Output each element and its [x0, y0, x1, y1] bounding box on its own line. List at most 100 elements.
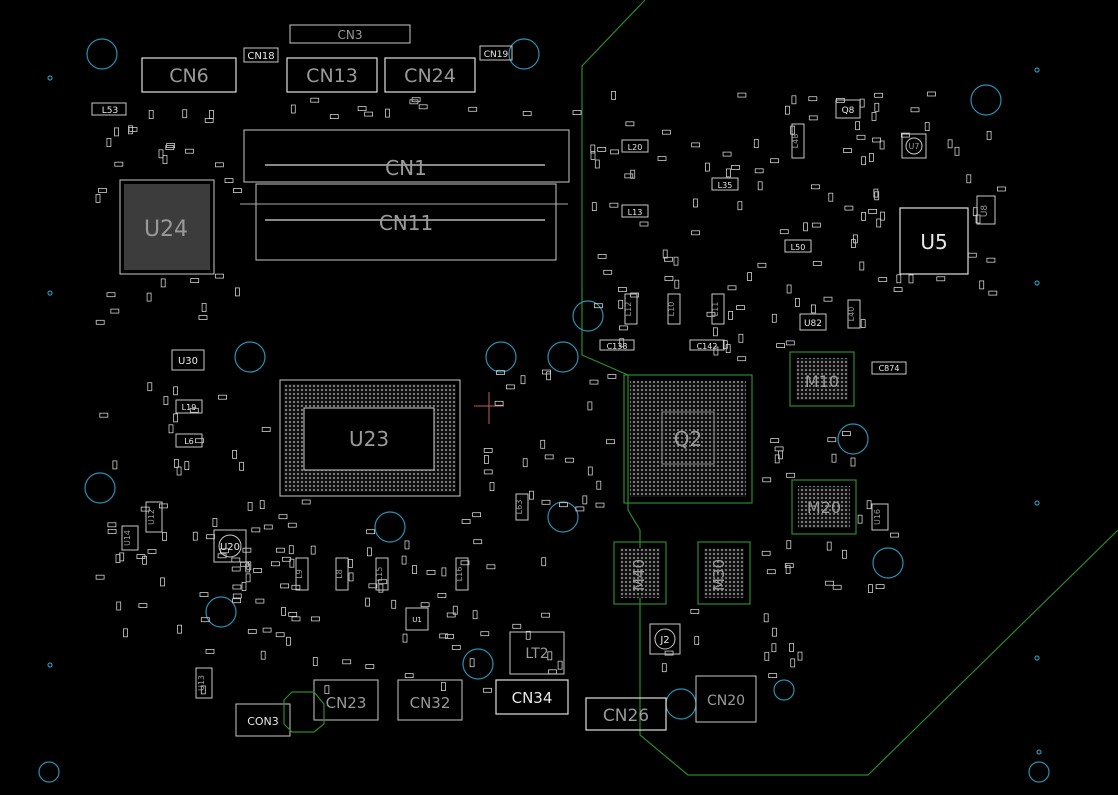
smd-footprint — [853, 234, 858, 244]
smd-footprint — [731, 165, 740, 170]
smd-footprint — [762, 477, 772, 483]
smd-footprint — [823, 296, 833, 302]
smd-footprint — [364, 111, 374, 117]
smd-footprint — [116, 601, 122, 611]
smd-footprint — [893, 287, 903, 293]
smd-footprint — [825, 580, 834, 586]
cn23-label: CN23 — [326, 694, 367, 712]
smd-footprint — [483, 455, 489, 464]
smd-footprint — [291, 584, 301, 590]
smd-footprint — [565, 457, 574, 463]
l53-label: L53 — [102, 106, 118, 116]
m40-label: M40 — [630, 559, 648, 591]
u5-label: U5 — [920, 230, 947, 254]
smd-footprint — [967, 252, 977, 258]
smd-footprint — [726, 168, 731, 178]
board-outline — [581, 0, 1118, 776]
smd-footprint — [219, 548, 229, 554]
smd-footprint — [768, 673, 778, 678]
smd-footprint — [278, 514, 288, 520]
smd-footprint — [260, 650, 266, 660]
cn18-label: CN18 — [247, 51, 274, 62]
cn6-label: CN6 — [169, 65, 209, 87]
smd-footprint — [873, 188, 879, 198]
smd-footprint — [165, 145, 175, 151]
smd-footprint — [693, 198, 698, 208]
u13-label: U13 — [197, 675, 206, 691]
smd-footprint — [162, 532, 167, 541]
smd-footprint — [828, 192, 834, 202]
smd-footprint — [418, 104, 428, 110]
smd-footprint — [199, 592, 209, 597]
smd-footprint — [483, 469, 493, 475]
smd-footprint — [757, 181, 763, 191]
smd-footprint — [808, 96, 818, 102]
smd-footprint — [461, 519, 471, 524]
smd-footprint — [173, 413, 178, 423]
smd-footprint — [140, 506, 150, 512]
smd-footprint — [194, 438, 204, 444]
smd-footprint — [559, 502, 568, 508]
smd-footprint — [722, 340, 728, 350]
smd-footprint — [901, 132, 910, 138]
smd-footprint — [728, 310, 733, 320]
smd-footprint — [541, 499, 551, 505]
smd-footprint — [630, 292, 639, 298]
smd-footprint — [224, 178, 234, 184]
smd-footprint — [110, 308, 120, 314]
smd-footprint — [770, 438, 780, 444]
smd-footprint — [859, 261, 865, 271]
l13-label: L13 — [628, 208, 643, 217]
smd-footprint — [310, 97, 320, 103]
smd-footprint — [128, 125, 133, 135]
smd-footprint — [542, 369, 551, 375]
cn32-label: CN32 — [410, 694, 451, 712]
smd-footprint — [404, 673, 414, 678]
smd-footprint — [409, 99, 419, 105]
smd-footprint — [831, 453, 837, 463]
smd-footprint — [590, 150, 596, 160]
smd-footprint — [368, 583, 378, 589]
u23-label: U23 — [349, 427, 389, 451]
smd-footprint — [246, 561, 252, 571]
smd-footprint — [611, 91, 616, 100]
smd-footprint — [986, 257, 996, 263]
smd-footprint — [342, 659, 352, 665]
smd-footprint — [357, 106, 367, 111]
smd-footprint — [190, 278, 200, 283]
smd-footprint — [348, 559, 353, 568]
smd-footprint — [811, 184, 820, 190]
smd-footprint — [842, 549, 847, 559]
smd-footprint — [160, 278, 166, 288]
smd-footprint — [786, 540, 792, 550]
lt2-label: LT2 — [525, 646, 548, 662]
smd-footprint — [694, 636, 700, 645]
l16-label: L16 — [455, 567, 464, 582]
u8-label: U8 — [980, 205, 990, 218]
smd-footprint — [200, 685, 206, 695]
l15-label: L15 — [375, 567, 384, 582]
smd-footprint — [826, 541, 832, 551]
smd-footprint — [288, 612, 298, 617]
smd-footprint — [754, 168, 764, 174]
smd-footprint — [420, 602, 430, 608]
smd-footprint — [774, 446, 784, 452]
smd-footprint — [162, 155, 168, 165]
smd-footprint — [205, 649, 215, 654]
l48-label: L48 — [791, 134, 800, 149]
smd-footprint — [158, 149, 164, 159]
smd-footprint — [182, 109, 188, 119]
smd-footprint — [212, 518, 218, 527]
smd-footprint — [263, 524, 273, 530]
smd-footprint — [95, 319, 105, 325]
u14-label: U14 — [123, 530, 132, 546]
u82-label: U82 — [804, 319, 822, 329]
smd-footprint — [664, 650, 674, 656]
l8-label: L8 — [335, 569, 344, 579]
smd-footprint — [763, 613, 769, 623]
smd-footprint — [201, 303, 207, 312]
smd-footprint — [540, 439, 546, 449]
smd-footprint — [138, 603, 148, 608]
smd-footprint — [114, 127, 119, 137]
